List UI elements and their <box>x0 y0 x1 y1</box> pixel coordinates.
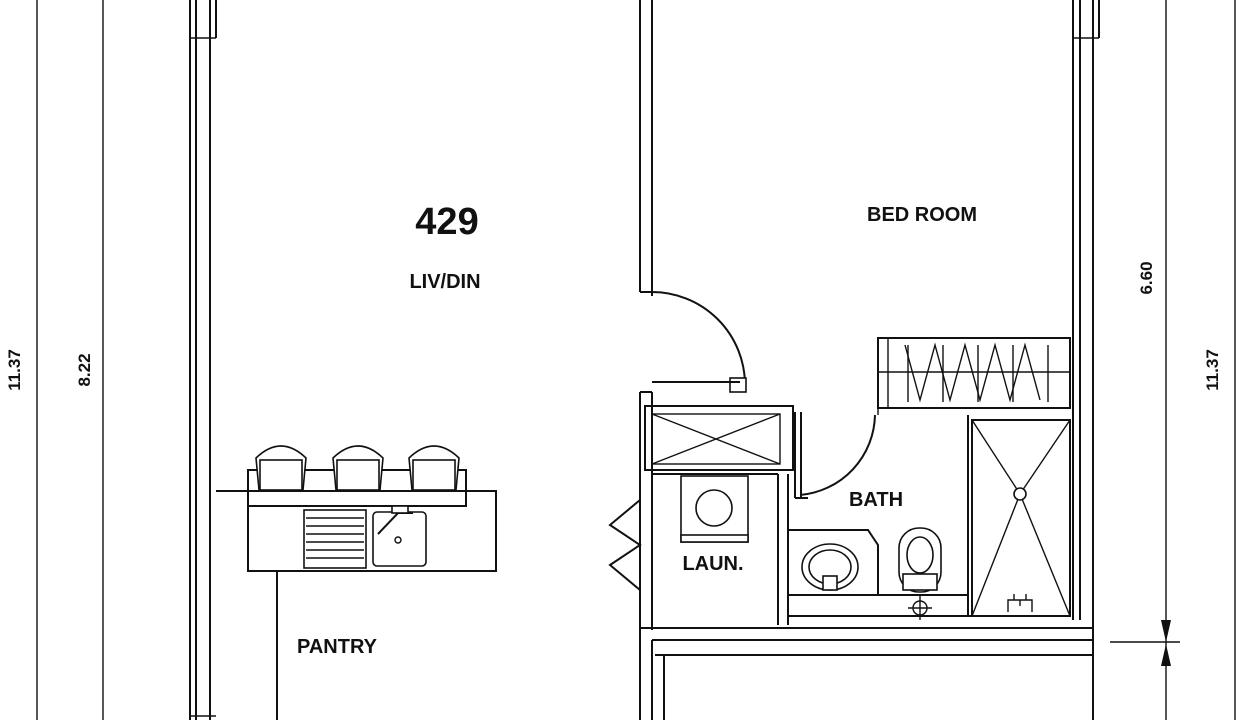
kitchen-island <box>216 469 497 572</box>
bath-door <box>794 412 876 499</box>
unit-number: 429 <box>415 201 478 243</box>
dimension-outer-left: 11.37 <box>5 349 24 391</box>
laundry-block <box>639 381 794 630</box>
shower <box>971 419 1071 617</box>
bar-stools <box>255 445 460 491</box>
bar-stool <box>408 445 460 491</box>
bath-fixtures <box>788 415 1070 620</box>
room-label-bedroom: BED ROOM <box>867 204 977 226</box>
room-label-pantry: PANTRY <box>297 636 378 658</box>
dimension-bedroom-right: 6.60 <box>1137 261 1156 294</box>
bar-stool <box>332 445 384 491</box>
room-label-bath: BATH <box>849 489 903 511</box>
dimension-lines <box>36 0 1236 720</box>
dimension-outer-right: 11.37 <box>1203 349 1222 391</box>
right-exterior-wall <box>1072 0 1100 628</box>
wardrobe <box>877 337 1071 415</box>
bar-stool <box>255 445 307 491</box>
left-exterior-wall <box>189 0 217 720</box>
laundry-bifold-door <box>608 499 642 591</box>
bedroom-door <box>651 291 747 393</box>
room-label-laundry: LAUN. <box>682 553 743 575</box>
dimension-inner-left: 8.22 <box>75 353 94 386</box>
partition-wall-living-bedroom <box>639 0 653 293</box>
pantry-walls <box>276 570 496 720</box>
lower-corridor-walls <box>639 627 1094 720</box>
room-label-living-dining: LIV/DIN <box>409 271 480 293</box>
